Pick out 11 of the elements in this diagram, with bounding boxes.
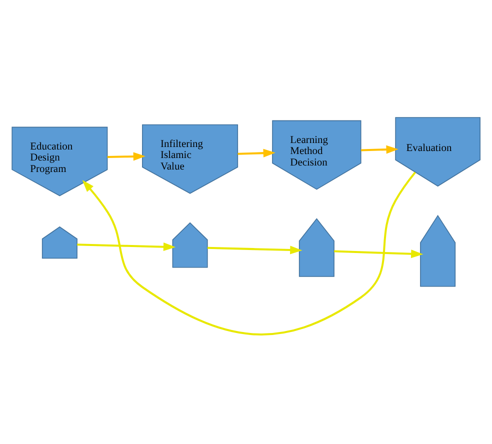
arrow <box>82 171 416 335</box>
node-arrow <box>42 226 78 258</box>
arrow <box>360 144 398 154</box>
arrow <box>107 152 146 160</box>
arrow <box>207 245 302 254</box>
arrow <box>77 242 176 251</box>
node-arrow <box>298 218 334 276</box>
arrow <box>238 148 276 157</box>
node-arrow <box>172 222 208 268</box>
node-arrow <box>420 214 456 286</box>
arrow <box>334 249 424 258</box>
